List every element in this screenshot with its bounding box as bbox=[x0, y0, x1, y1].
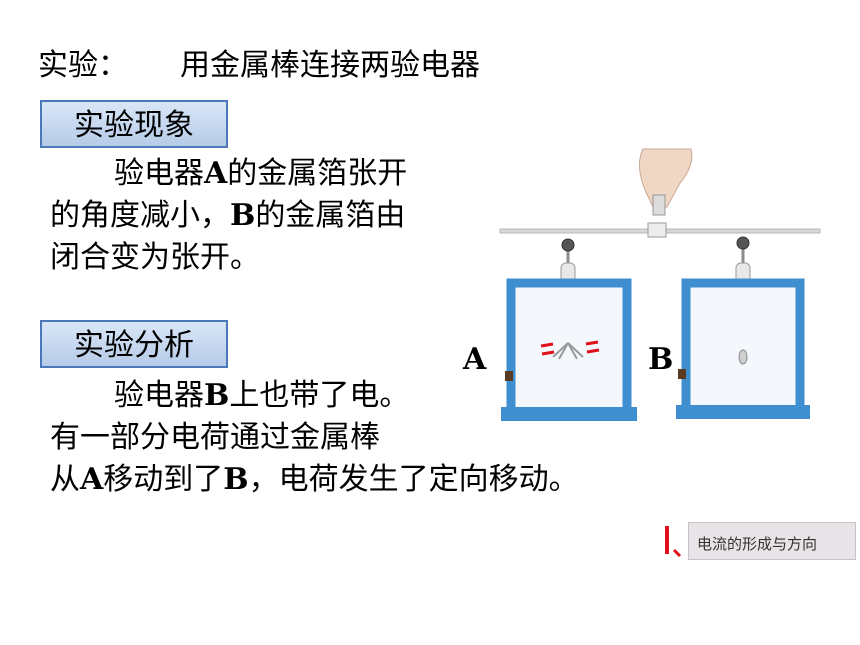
rod-clamp bbox=[647, 222, 667, 238]
analysis-text: 验电器B上也带了电。 有一部分电荷通过金属棒 从A移动到了B，电荷发生了定向移动… bbox=[50, 375, 579, 501]
phenomenon-label: 实验现象 bbox=[40, 100, 228, 148]
analysis-line-1: 验电器B上也带了电。 bbox=[114, 378, 410, 413]
phenomenon-text: 验电器A的金属箔张开 的角度减小，B的金属箔由 闭合变为张开。 bbox=[50, 153, 407, 279]
stamp-text: 电流的形成与方向 bbox=[697, 535, 818, 553]
analysis-line-2: 有一部分电荷通过金属棒 bbox=[50, 420, 380, 455]
lesson-stamp: 电流的形成与方向 bbox=[688, 522, 856, 560]
red-mark-icon bbox=[665, 526, 682, 558]
analysis-line-3: 从A移动到了B，电荷发生了定向移动。 bbox=[50, 462, 579, 497]
title-prefix: 实验： bbox=[38, 48, 128, 83]
electroscope-a bbox=[501, 238, 637, 421]
electroscope-a-label: A bbox=[463, 342, 487, 377]
hand-illustration bbox=[639, 148, 693, 216]
title-main: 用金属棒连接两验电器 bbox=[180, 48, 480, 83]
electroscope-b bbox=[676, 236, 810, 419]
phenomenon-line-1: 验电器A的金属箔张开 bbox=[114, 156, 408, 191]
electroscope-b-label: B bbox=[648, 342, 674, 377]
electroscope-figure bbox=[499, 148, 821, 421]
page-title: 实验： 用金属棒连接两验电器 bbox=[38, 40, 480, 84]
analysis-label: 实验分析 bbox=[40, 320, 228, 368]
phenomenon-line-2: 的角度减小，B的金属箔由 bbox=[50, 198, 406, 233]
phenomenon-line-3: 闭合变为张开。 bbox=[50, 240, 260, 275]
